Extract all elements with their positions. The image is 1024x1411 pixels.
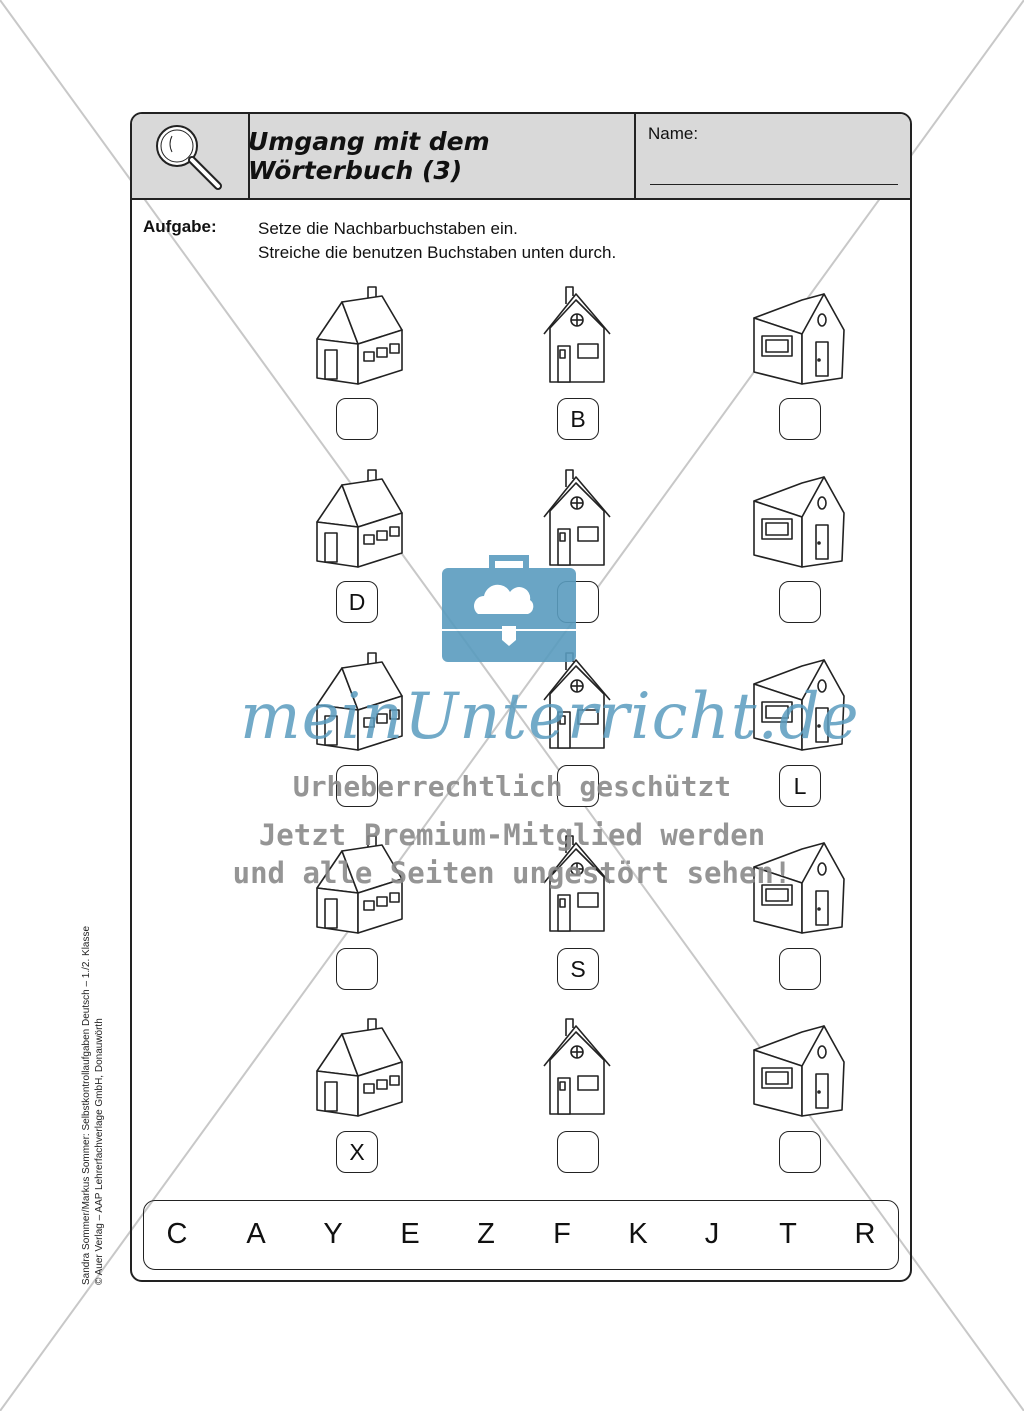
task-line-1: Setze die Nachbarbuchstaben ein. [258,219,518,238]
answer-box[interactable]: D [336,581,378,623]
letter-bank-item[interactable]: F [553,1218,571,1250]
house-wide-icon [316,652,403,751]
letter-bank-item[interactable]: K [628,1218,648,1250]
header-name-cell: Name: [636,114,910,198]
briefcase-cloud-icon [442,555,576,662]
house-side-icon [753,659,845,751]
answer-box[interactable] [336,765,378,807]
name-label: Name: [648,124,699,143]
house-side-icon [753,1025,845,1117]
answer-box[interactable] [336,398,378,440]
answer-box[interactable] [779,581,821,623]
header-icon-cell [132,114,250,198]
letter-bank-item[interactable]: J [704,1218,720,1250]
letter-bank-item[interactable]: Y [323,1218,343,1250]
worksheet-header: Umgang mit dem Wörterbuch (3) Name: [132,114,910,200]
answer-box[interactable] [779,1131,821,1173]
watermark-line-1: Urheberrechtlich geschützt [292,770,732,803]
watermark-line-2: Jetzt Premium-Mitglied werden [258,818,766,852]
task-line-2: Streiche die benutzen Buchstaben unten d… [258,243,617,262]
house-wide-icon [316,469,403,568]
house-side-icon [753,293,845,385]
house-side-icon [753,476,845,568]
letter-bank-item[interactable]: C [166,1218,188,1250]
house-tall-icon [543,1018,611,1115]
answer-box[interactable]: L [779,765,821,807]
house-tall-icon [543,469,611,566]
magnifier-icon [156,125,222,190]
house-tall-icon [543,835,611,932]
answer-box[interactable] [336,948,378,990]
house-tall-icon [543,652,611,749]
answer-box[interactable] [779,398,821,440]
task-instructions: Setze die Nachbarbuchstaben ein. Streich… [258,217,616,265]
answer-box[interactable] [779,948,821,990]
answer-box[interactable] [557,765,599,807]
copyright-line-1: Sandra Sommer/Markus Sommer: Selbstkontr… [81,925,92,1285]
letter-bank: C A Y E Z F K J T R [143,1200,899,1270]
copyright-line-2: © Auer Verlag – AAP Lehrerfachverlage Gm… [94,1018,105,1285]
house-tall-icon [543,286,611,383]
house-wide-icon [316,1018,403,1117]
watermark-logo: meinUnterricht.de [240,680,860,754]
house-side-icon [753,842,845,934]
house-wide-icon [316,286,403,385]
house-wide-icon [316,835,403,934]
answer-box[interactable]: S [557,948,599,990]
header-title-cell: Umgang mit dem Wörterbuch (3) [248,114,636,198]
answer-box[interactable] [557,1131,599,1173]
task-label: Aufgabe: [143,217,217,236]
letter-bank-item[interactable]: A [246,1218,266,1250]
answer-box[interactable]: B [557,398,599,440]
answer-box[interactable]: X [336,1131,378,1173]
letter-bank-item[interactable]: T [779,1218,797,1250]
letter-bank-item[interactable]: Z [477,1218,495,1250]
watermark-line-3: und alle Seiten ungestört sehen! [232,856,792,890]
letter-bank-item[interactable]: R [854,1218,876,1250]
page-title: Umgang mit dem Wörterbuch (3) [248,127,490,185]
copyright-side-text: Sandra Sommer/Markus Sommer: Selbstkontr… [80,926,106,1285]
worksheet-frame: Umgang mit dem Wörterbuch (3) Name: [130,112,912,1282]
letter-bank-item[interactable]: E [400,1218,420,1250]
name-field-line[interactable] [650,184,898,185]
